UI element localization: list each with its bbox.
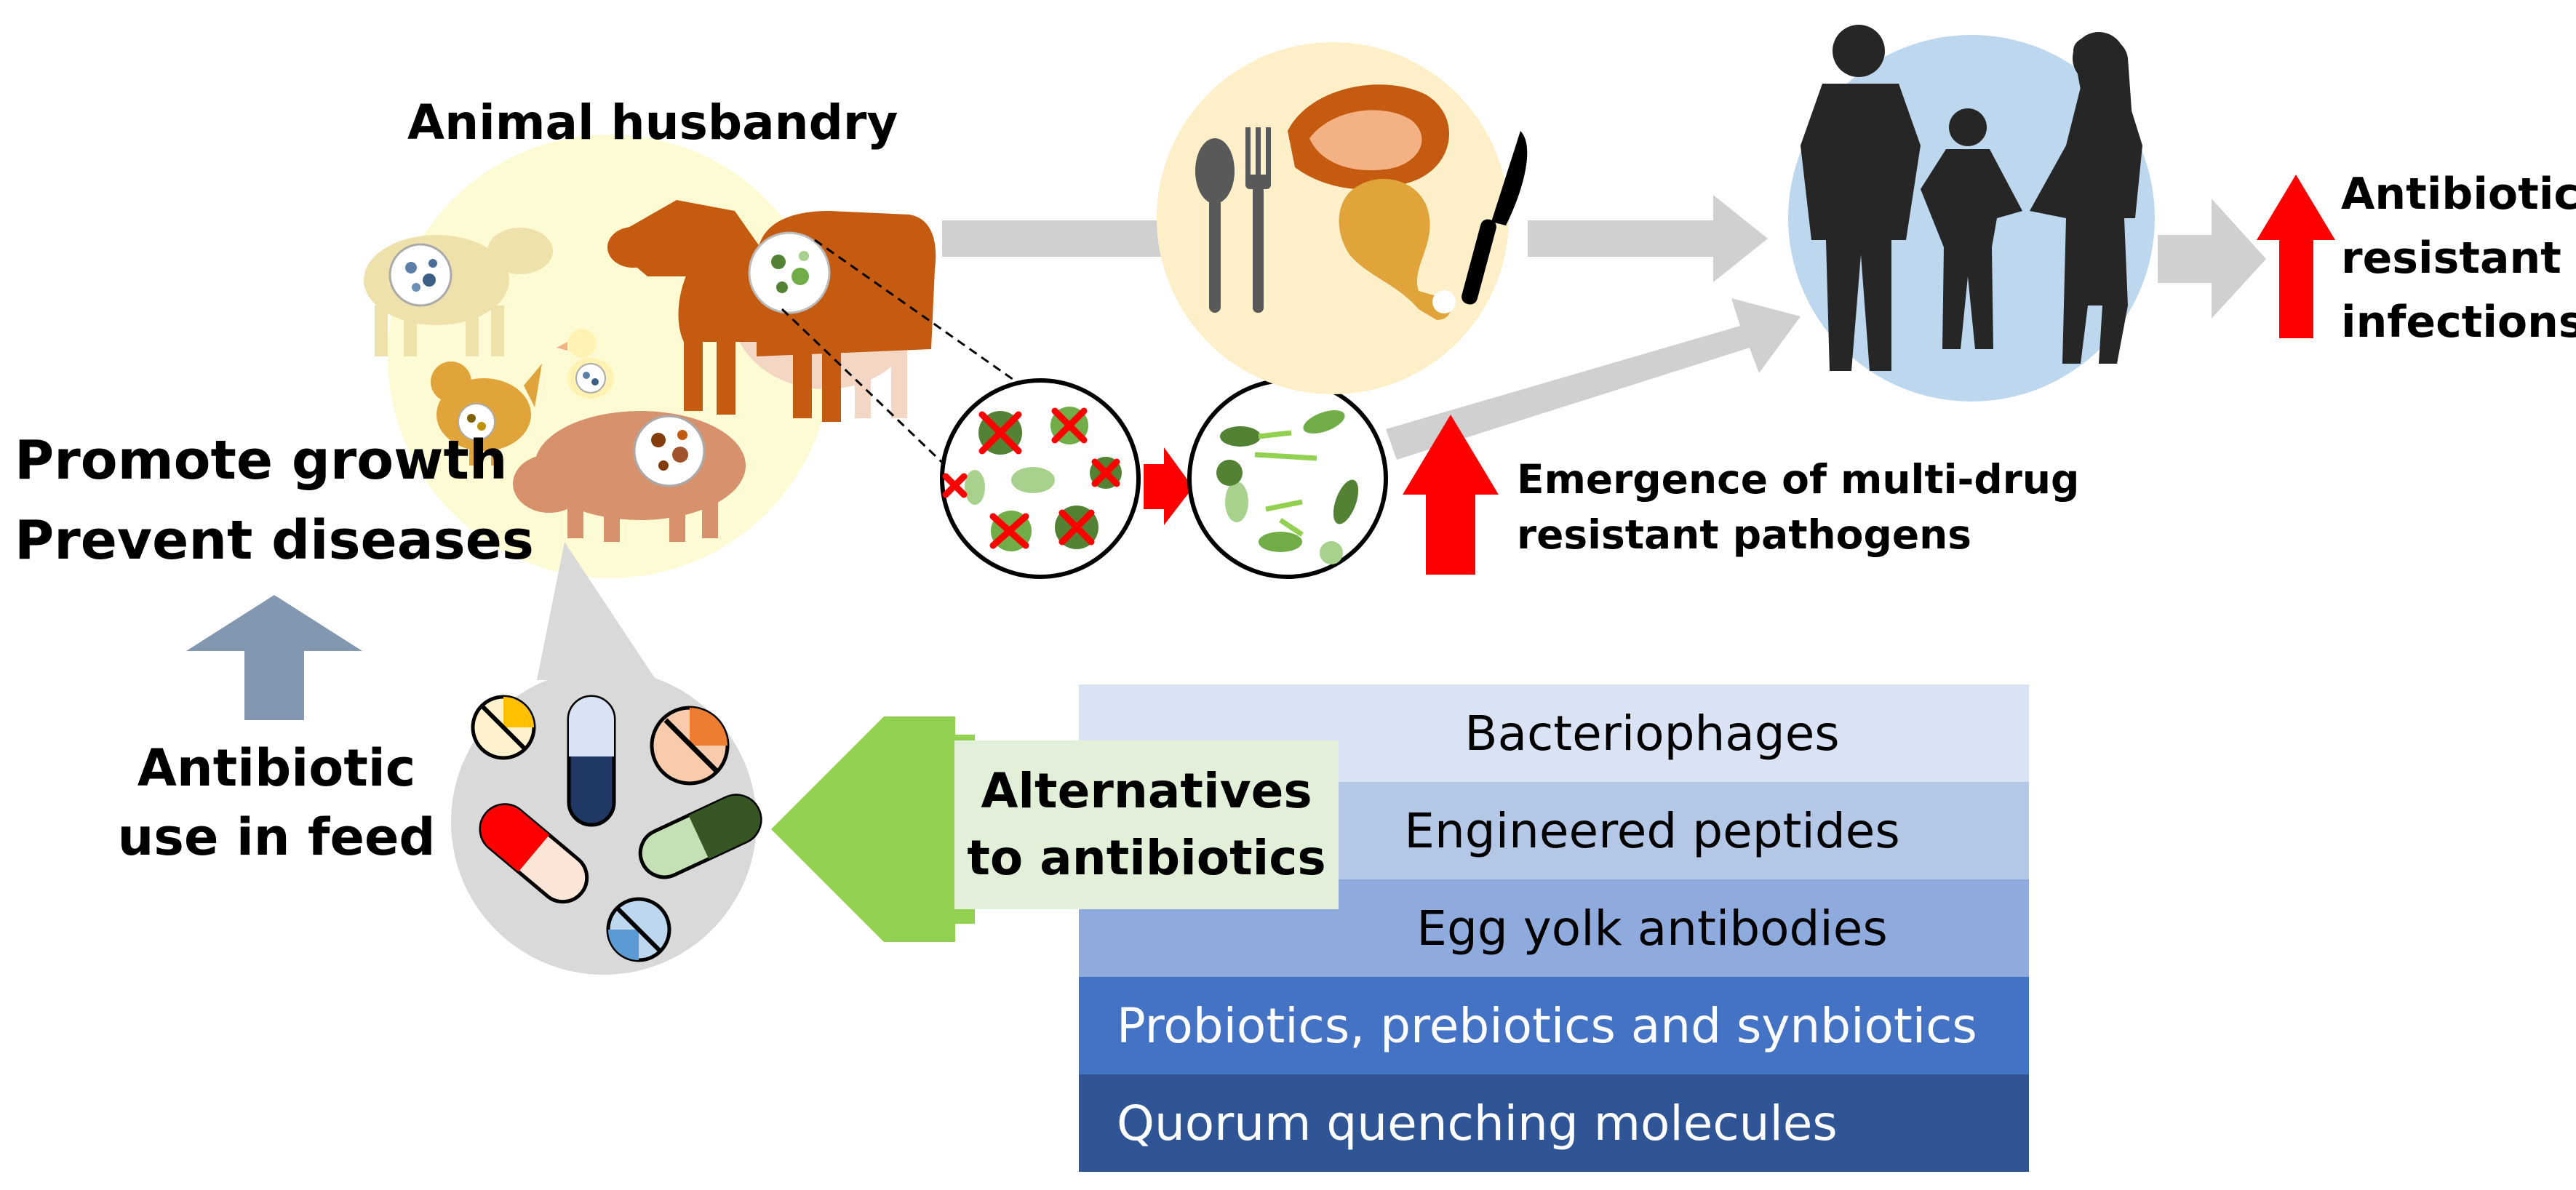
emergence-label-line1: Emergence of multi-drug [1517, 456, 2080, 503]
outcome-label-line2: resistant [2341, 233, 2561, 284]
spoon-icon [1195, 138, 1235, 313]
bacteria-killed-circle [940, 378, 1141, 579]
alternative-label: Quorum quenching molecules [1117, 1095, 1838, 1151]
family-silhouette-icon [1801, 25, 2142, 371]
pill-icon [606, 897, 671, 962]
outcome-label-line3: infections [2341, 297, 2576, 348]
outcome-label-line1: Antibiotic [2341, 169, 2576, 220]
capsule-icon [638, 794, 762, 879]
pills-callout-pointer [537, 542, 656, 680]
emergence-label-line2: resistant pathogens [1517, 511, 1972, 558]
alternative-label: Engineered peptides [1404, 802, 1900, 859]
alternatives-box-line1: Alternatives [981, 763, 1312, 820]
pig-icon [513, 411, 746, 542]
steak-icon [1288, 84, 1450, 190]
red-arrow-small [1144, 447, 1193, 525]
capsule-icon [567, 695, 616, 827]
prevent-diseases-label: Prevent diseases [15, 509, 534, 572]
pill-icon [650, 706, 730, 786]
green-arrow-head [771, 716, 884, 942]
alternatives-box: Alternatives to antibiotics [954, 740, 1339, 909]
bacteria-icon [1216, 410, 1359, 564]
alternative-row-probiotics: Probiotics, prebiotics and synbiotics [1079, 977, 2029, 1074]
alternative-row-quorum-quenching: Quorum quenching molecules [1079, 1074, 2029, 1172]
fork-icon [1245, 127, 1271, 313]
promote-growth-label: Promote growth [15, 429, 508, 492]
zoom-line-top [814, 239, 1048, 405]
use-in-feed-label: use in feed [117, 807, 436, 867]
cow-icon [607, 200, 936, 422]
knife-icon [1462, 131, 1528, 305]
antibiotic-use-label: Antibiotic [137, 738, 416, 798]
alternatives-box-line2: to antibiotics [967, 830, 1326, 886]
alternative-label: Probiotics, prebiotics and synbiotics [1117, 997, 1977, 1054]
bacteria-resistant-circle [1187, 378, 1388, 579]
duck-icon [557, 329, 614, 399]
drumstick-icon [1339, 178, 1456, 320]
alternative-label: Egg yolk antibodies [1416, 900, 1888, 957]
red-arrow-outcome [2257, 175, 2335, 338]
capsule-icon [479, 803, 589, 904]
flow-arrow-people-to-outcome [2158, 199, 2266, 319]
page-title: Animal husbandry [407, 95, 898, 151]
zoom-line-bottom [781, 308, 954, 474]
red-arrow-emergence [1403, 415, 1499, 575]
blue-up-arrow [186, 595, 362, 720]
chicken-icon [431, 362, 542, 466]
alternative-label: Bacteriophages [1464, 705, 1840, 762]
pill-icon [471, 695, 536, 760]
flow-arrow-pathogens-to-people [1386, 298, 1801, 460]
sheep-icon [364, 228, 553, 356]
flow-arrow-food-to-people [1528, 195, 1768, 282]
